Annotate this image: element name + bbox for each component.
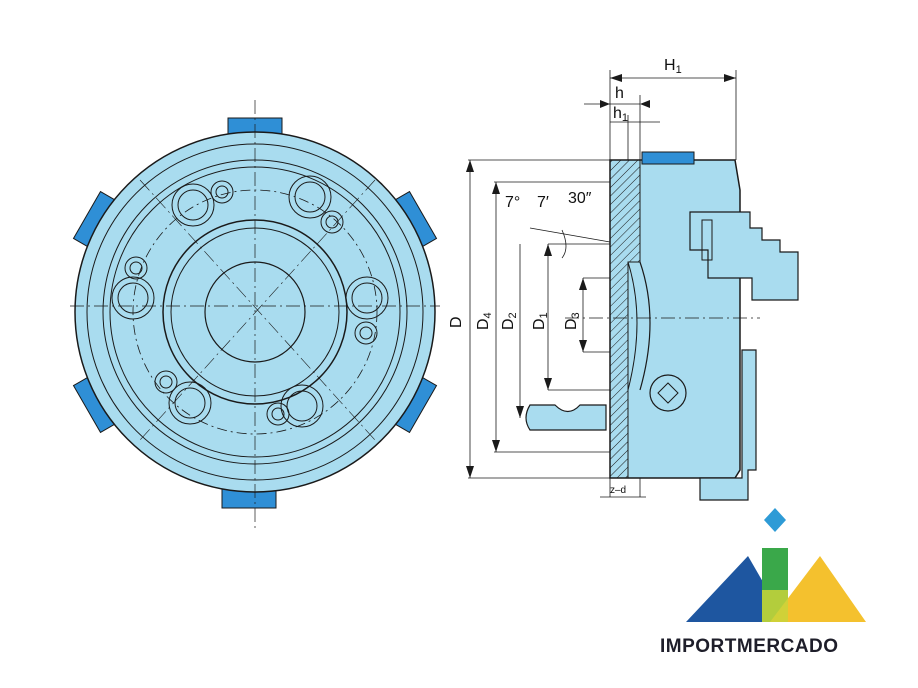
side-lower-jaw — [699, 349, 757, 501]
dim-D4: D4 — [475, 312, 494, 330]
bolt-holes — [111, 175, 389, 428]
key-pin — [525, 404, 607, 431]
angle-7-min: 7′ — [537, 194, 549, 211]
angle-7-deg: 7° — [505, 194, 520, 211]
dim-D2: D2 — [500, 312, 519, 330]
angle-30-sec: 30″ — [568, 190, 592, 207]
dim-D: D — [448, 316, 465, 328]
dimension-lines — [468, 70, 737, 498]
dim-H1: H1 — [664, 57, 682, 76]
logo-left-peak — [686, 556, 786, 622]
front-view — [70, 100, 440, 530]
dim-D1: D1 — [531, 312, 550, 330]
side-stepped-jaw — [689, 211, 799, 301]
adjust-screw — [649, 374, 687, 412]
side-view: H1 h h1 7° 7′ 30″ D D4 D2 D1 D3 z–d — [448, 57, 799, 501]
dim-h1: h1 — [613, 105, 628, 124]
logo-diamond-icon — [764, 508, 786, 532]
logo-right-peak — [770, 556, 866, 622]
importmercado-logo — [686, 508, 866, 622]
brand-name: IMPORTMERCADO — [660, 636, 839, 657]
side-top-jaw — [641, 151, 695, 165]
dim-zd: z–d — [610, 485, 626, 496]
dimension-arrows — [466, 74, 736, 478]
dim-D3: D3 — [563, 312, 582, 330]
dim-h: h — [615, 85, 624, 102]
